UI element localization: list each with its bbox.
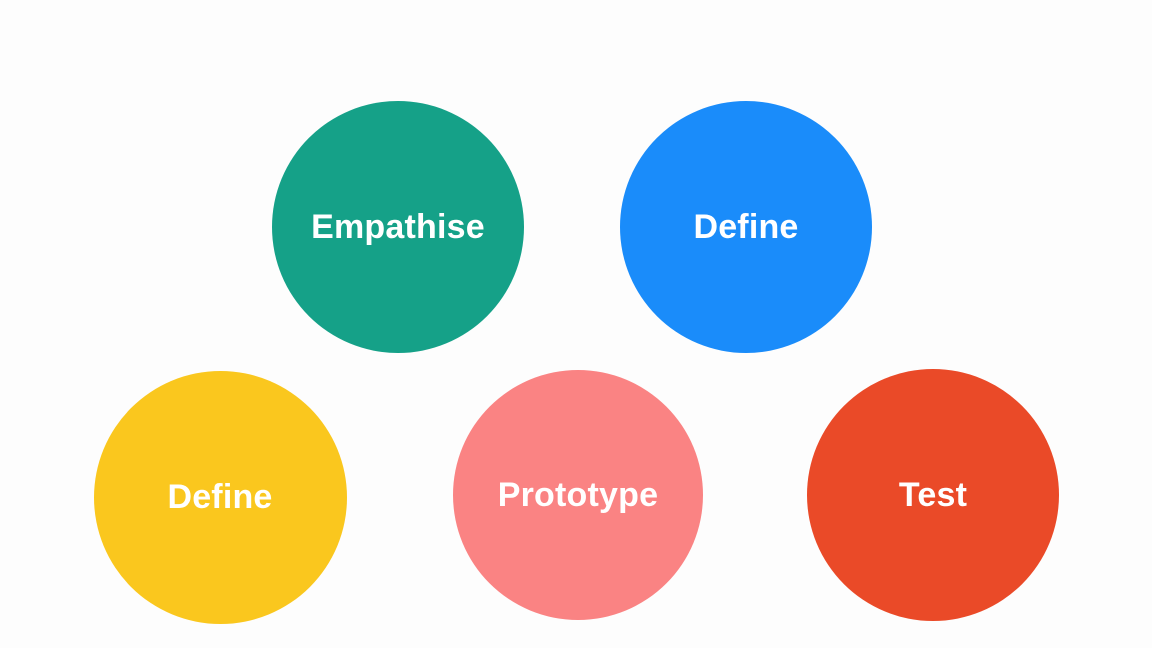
circle-label-prototype: Prototype: [497, 476, 659, 514]
circle-label-empathise: Empathise: [311, 208, 485, 246]
circle-node-empathise[interactable]: Empathise: [272, 101, 524, 353]
circle-label-define-bottom: Define: [167, 478, 273, 516]
circle-label-test: Test: [898, 476, 968, 514]
circle-node-define-top[interactable]: Define: [620, 101, 872, 353]
circle-node-test[interactable]: Test: [807, 369, 1059, 621]
circle-node-prototype[interactable]: Prototype: [453, 370, 703, 620]
circle-node-define-bottom[interactable]: Define: [93, 370, 347, 624]
circle-label-define-top: Define: [693, 208, 799, 246]
